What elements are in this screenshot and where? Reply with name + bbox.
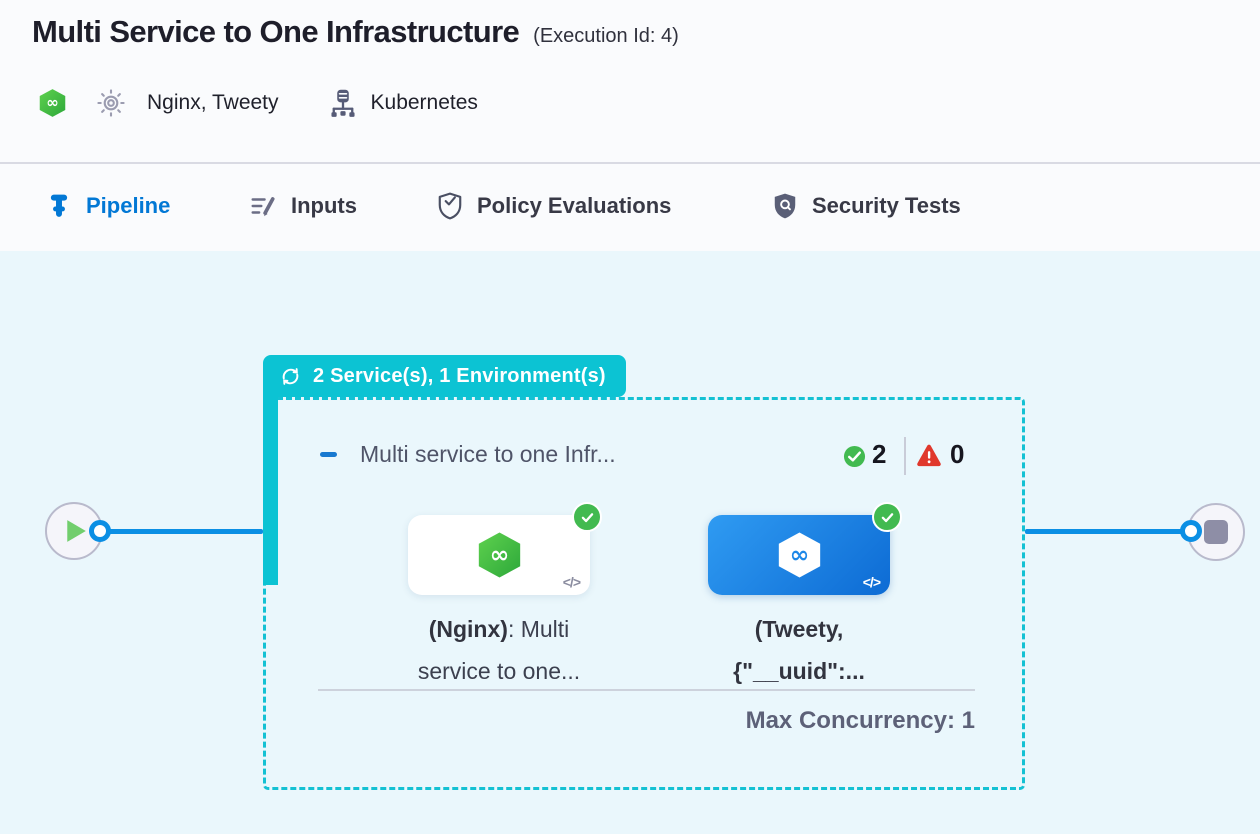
service-label-line2: {"__uuid":... [733, 658, 865, 684]
stage-group-border [263, 397, 1025, 790]
tab-policy-evaluations[interactable]: Policy Evaluations [437, 164, 671, 248]
error-count-icon [916, 443, 942, 468]
harness-service-icon-white: ∞ [776, 530, 823, 580]
collapse-stage-button[interactable] [320, 452, 337, 457]
stage-group-badge[interactable]: 2 Service(s), 1 Environment(s) [263, 355, 626, 397]
stop-icon [1204, 520, 1228, 544]
success-count-icon [843, 445, 866, 468]
infrastructure-label: Kubernetes [370, 91, 478, 114]
loop-strategy-icon [279, 365, 302, 388]
tab-policy-evaluations-label: Policy Evaluations [477, 193, 672, 218]
title-row: Multi Service to One Infrastructure (Exe… [32, 14, 679, 50]
service-card-tweety[interactable]: ∞ </> [708, 515, 890, 595]
stage-group-badge-label: 2 Service(s), 1 Environment(s) [313, 364, 606, 387]
success-badge-tweety [872, 502, 902, 532]
play-icon [65, 519, 87, 543]
execution-tabbar: Pipeline Inputs Policy Evaluations [0, 164, 1260, 415]
infrastructure-icon [329, 88, 357, 118]
end-connector-ring[interactable] [1180, 520, 1202, 542]
pipeline-meta-row: ∞ Nginx, Tweety [38, 84, 478, 122]
shield-check-icon [437, 192, 463, 220]
inputs-icon [250, 193, 277, 219]
code-icon: </> [862, 574, 881, 590]
service-label-line1: (Nginx): Multi [428, 616, 570, 642]
page-title: Multi Service to One Infrastructure [32, 14, 520, 49]
stage-title: Multi service to one Infr... [360, 441, 616, 467]
stage-group-left-strip [263, 397, 278, 585]
services-label: Nginx, Tweety [147, 91, 279, 114]
error-count: 0 [950, 439, 965, 469]
count-divider [904, 437, 906, 475]
svg-text:∞: ∞ [489, 541, 509, 569]
pipeline-canvas[interactable]: 2 Service(s), 1 Environment(s) Multi ser… [0, 251, 1260, 834]
execution-id: (Execution Id: 4) [533, 25, 679, 47]
service-label-line1: (Tweety, [754, 616, 844, 642]
code-icon: </> [562, 574, 581, 590]
tab-security-tests-label: Security Tests [812, 193, 961, 218]
tab-pipeline-label: Pipeline [86, 193, 171, 218]
service-label-nginx: (Nginx): Multi service to one... [389, 608, 609, 692]
tab-security-tests[interactable]: Security Tests [772, 164, 961, 248]
harness-cd-icon: ∞ [38, 87, 67, 119]
svg-text:∞: ∞ [789, 541, 809, 569]
pipeline-icon [46, 193, 72, 219]
tab-pipeline[interactable]: Pipeline [46, 164, 170, 248]
service-label-tweety: (Tweety, {"__uuid":... [689, 608, 909, 692]
gear-icon [97, 89, 125, 117]
max-concurrency-label: Max Concurrency: 1 [745, 707, 975, 734]
success-count: 2 [872, 439, 887, 469]
harness-service-icon-green: ∞ [476, 530, 523, 580]
edge-start-to-stage [100, 529, 263, 534]
tab-inputs-label: Inputs [291, 193, 357, 218]
tab-inputs[interactable]: Inputs [250, 164, 357, 248]
shield-scan-icon [772, 192, 798, 220]
start-connector-ring[interactable] [89, 520, 111, 542]
edge-stage-to-end [1025, 529, 1191, 534]
service-card-nginx[interactable]: ∞ </> [408, 515, 590, 595]
svg-text:∞: ∞ [46, 94, 59, 112]
header-divider [0, 162, 1260, 164]
execution-header: Multi Service to One Infrastructure (Exe… [0, 0, 1260, 164]
service-label-line2: service to one... [417, 658, 581, 684]
stage-footer-divider [318, 689, 975, 691]
success-badge-nginx [572, 502, 602, 532]
